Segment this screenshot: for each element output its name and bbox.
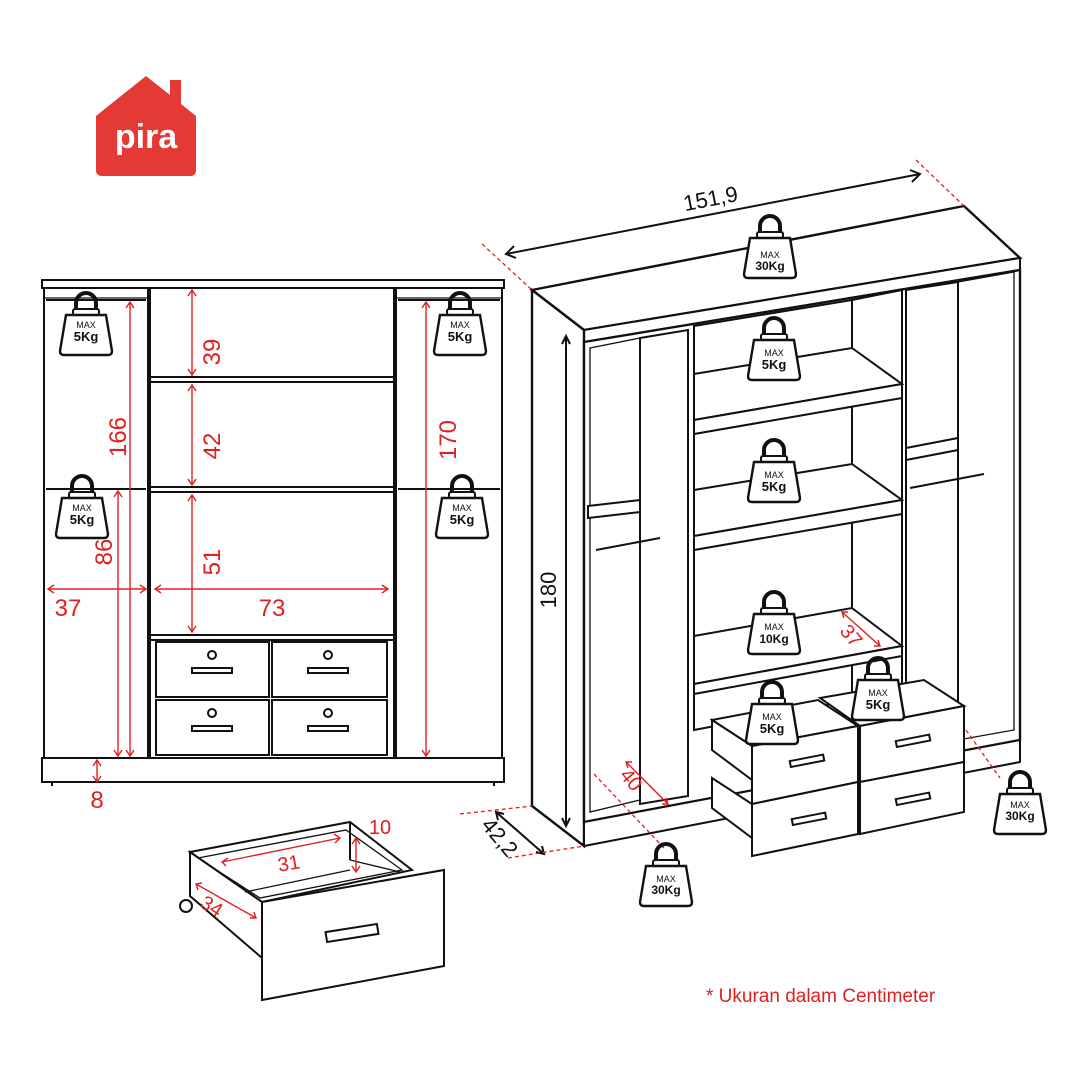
iso-view: 151,9 180 42,2 37 40 MAX 30Kg MAX 5Kg MA… xyxy=(459,159,1048,908)
weight-icon: MAX 5Kg xyxy=(746,316,802,382)
weight-icon: MAX 5Kg xyxy=(58,291,114,357)
dim-plinth: 8 xyxy=(90,787,103,814)
weight-icon: MAX 5Kg xyxy=(434,474,490,540)
dim-total-depth: 42,2 xyxy=(476,813,523,862)
svg-text:5Kg: 5Kg xyxy=(448,329,473,344)
svg-text:MAX: MAX xyxy=(1010,800,1030,810)
svg-text:MAX: MAX xyxy=(76,320,96,330)
dim-shelf-low: 51 xyxy=(199,549,226,576)
svg-text:MAX: MAX xyxy=(450,320,470,330)
weight-icon: MAX 5Kg xyxy=(432,291,488,357)
front-view: 39 42 51 73 37 166 86 170 8 MAX 5Kg MAX … xyxy=(41,279,505,814)
svg-text:MAX: MAX xyxy=(868,688,888,698)
dim-hang-left: 166 xyxy=(105,417,132,457)
svg-text:MAX: MAX xyxy=(764,470,784,480)
svg-text:MAX: MAX xyxy=(760,250,780,260)
plinth xyxy=(41,757,505,783)
dim-drawer-width: 31 xyxy=(276,851,302,877)
brand-name: pira xyxy=(115,118,178,156)
weight-icon: MAX 30Kg xyxy=(992,770,1048,836)
iso-dimension-lines xyxy=(459,159,1001,859)
dim-drawer-height: 10 xyxy=(369,817,391,839)
svg-text:MAX: MAX xyxy=(452,503,472,513)
dim-left-width: 37 xyxy=(55,595,82,622)
drawer-detail xyxy=(179,820,445,1002)
dim-center-width: 73 xyxy=(259,595,286,622)
iso-left-side xyxy=(530,287,586,849)
weight-icon: MAX 5Kg xyxy=(850,656,906,722)
brand-logo: pira xyxy=(96,76,196,176)
svg-text:5Kg: 5Kg xyxy=(450,512,475,527)
svg-text:30Kg: 30Kg xyxy=(651,883,680,897)
svg-text:5Kg: 5Kg xyxy=(70,512,95,527)
svg-text:MAX: MAX xyxy=(764,348,784,358)
shelf-2 xyxy=(149,486,395,493)
svg-text:MAX: MAX xyxy=(72,503,92,513)
weight-icon: MAX 30Kg xyxy=(742,214,798,280)
iso-drawers xyxy=(709,678,967,858)
svg-text:30Kg: 30Kg xyxy=(1005,809,1034,823)
house-logo-icon xyxy=(96,76,196,176)
weight-icon: MAX 5Kg xyxy=(54,474,110,540)
top-panel xyxy=(41,279,505,289)
svg-text:MAX: MAX xyxy=(656,874,676,884)
svg-text:5Kg: 5Kg xyxy=(762,479,787,494)
weight-icon: MAX 5Kg xyxy=(744,680,800,746)
svg-text:30Kg: 30Kg xyxy=(755,259,784,273)
drawer-handle xyxy=(324,922,380,944)
weight-icon: MAX 10Kg xyxy=(746,590,802,656)
svg-text:5Kg: 5Kg xyxy=(760,721,785,736)
svg-text:5Kg: 5Kg xyxy=(762,357,787,372)
dim-hang-right: 170 xyxy=(435,420,462,460)
shelf-3 xyxy=(149,634,395,641)
weight-icon: MAX 30Kg xyxy=(638,842,694,908)
dim-total-height: 180 xyxy=(536,572,561,609)
dim-shelf-top: 39 xyxy=(199,339,226,366)
weight-icon: MAX 5Kg xyxy=(746,438,802,504)
svg-text:10Kg: 10Kg xyxy=(759,632,788,646)
svg-text:5Kg: 5Kg xyxy=(866,697,891,712)
svg-text:MAX: MAX xyxy=(762,712,782,722)
dim-lower-hang: 86 xyxy=(91,539,118,566)
front-drawers xyxy=(155,641,388,756)
svg-text:MAX: MAX xyxy=(764,622,784,632)
front-dimension-lines xyxy=(46,288,431,784)
shelf-1 xyxy=(149,376,395,383)
footnote: * Ukuran dalam Centimeter xyxy=(706,986,936,1007)
svg-text:5Kg: 5Kg xyxy=(74,329,99,344)
dim-shelf-mid: 42 xyxy=(199,433,226,460)
